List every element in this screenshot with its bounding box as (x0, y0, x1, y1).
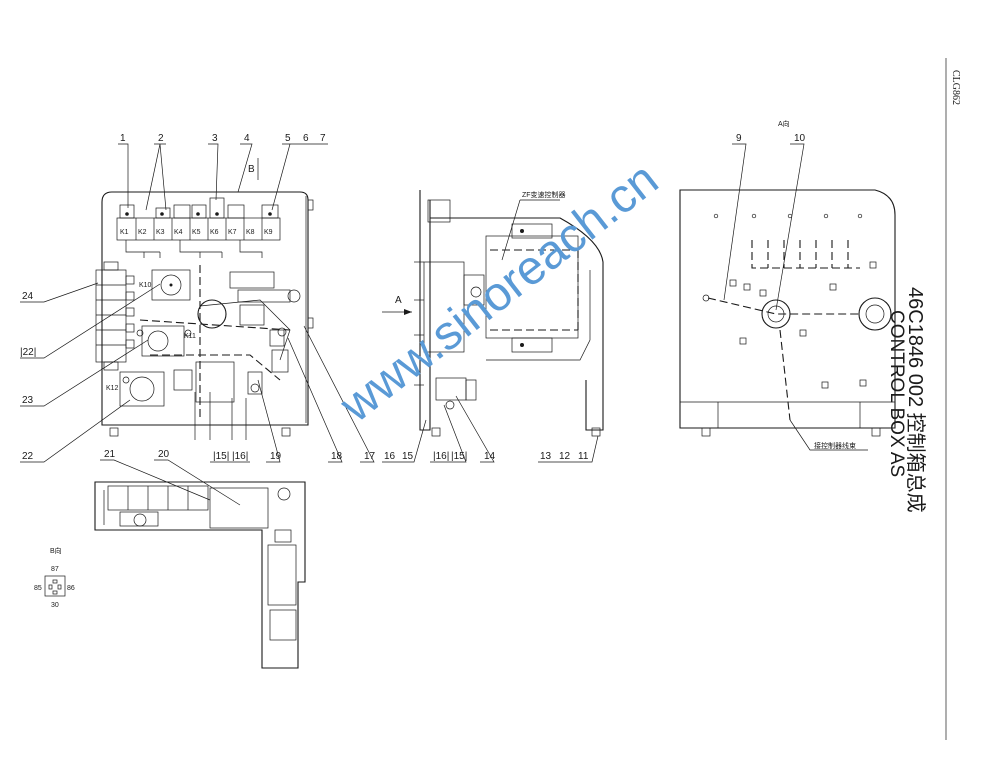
relay-row: K1 K2 K3 K4 K5 K6 K7 K8 K9 (116, 197, 281, 258)
a-view: A向 9 10 接控制器线束 (679, 119, 896, 451)
side-view: ZF变速控制器 A (382, 190, 604, 437)
part-label-15: 15 (402, 451, 414, 462)
part-label-22: 22 (22, 451, 34, 462)
part-label-16-framed: |16| (232, 451, 248, 462)
relay-k10: K10 (139, 269, 191, 301)
part-label-6: 6 (303, 133, 309, 144)
relay-label-k11: K11 (184, 333, 196, 340)
part-label-7: 7 (320, 133, 326, 144)
fuse-box (95, 261, 135, 371)
part-label-3: 3 (212, 133, 218, 144)
part-label-15-framed-b: |15| (451, 451, 467, 462)
zf-controller-note: ZF变速控制器 (522, 190, 566, 199)
view-b-title: B向 (50, 546, 62, 555)
relay-label-k2: K2 (138, 229, 147, 236)
part-label-15-framed: |15| (213, 451, 229, 462)
pin-label-87: 87 (51, 566, 59, 573)
part-label-17: 17 (364, 451, 376, 462)
part-label-21: 21 (104, 449, 116, 460)
bottom-view (94, 481, 306, 669)
drawing-number: 46C1846 002 (904, 287, 926, 408)
view-a-arrow-label: A (395, 295, 402, 306)
part-label-13: 13 (540, 451, 552, 462)
relay-label-k4: K4 (174, 229, 183, 236)
view-a-title: A向 (778, 119, 790, 128)
pin-label-30: 30 (51, 602, 59, 609)
relay-k12: K12 (106, 371, 165, 407)
part-label-22-framed: |22| (20, 347, 36, 358)
part-label-20: 20 (158, 449, 170, 460)
drawing-name-en: CONTROL BOX AS (886, 310, 907, 478)
view-b-marker: B (248, 164, 255, 175)
part-label-19: 19 (270, 451, 282, 462)
part-label-12: 12 (559, 451, 571, 462)
relay-label-k3: K3 (156, 229, 165, 236)
part-label-24: 24 (22, 291, 34, 302)
part-label-16: 16 (384, 451, 396, 462)
part-label-18: 18 (331, 451, 343, 462)
relay-label-k7: K7 (228, 229, 237, 236)
part-label-5: 5 (285, 133, 291, 144)
part-label-23: 23 (22, 395, 34, 406)
front-view-labels: 1 2 3 4 5 6 7 24 |22| 23 22 21 20 |15| |… (20, 133, 376, 506)
pin-label-85: 85 (34, 585, 42, 592)
part-label-11: 11 (578, 451, 589, 462)
relay-label-k9: K9 (264, 229, 273, 236)
drawing-name-cn: 控制箱总成 (904, 412, 926, 513)
relay-label-k1: K1 (120, 229, 129, 236)
pin-label-86: 86 (67, 585, 75, 592)
front-view: K1 K2 K3 K4 K5 K6 K7 K8 K9 (95, 158, 314, 440)
relay-label-k8: K8 (246, 229, 255, 236)
relay-label-k10: K10 (139, 282, 152, 289)
part-label-4: 4 (244, 133, 250, 144)
drawing-title-code: 46C1846 002 控制箱总成 (903, 287, 932, 513)
part-label-16-framed-b: |16| (433, 451, 449, 462)
part-label-1: 1 (120, 133, 126, 144)
part-label-14: 14 (484, 451, 496, 462)
front-panel-outline (101, 191, 309, 426)
relay-label-k5: K5 (192, 229, 201, 236)
side-view-labels: 16 15 |16| |15| 14 13 12 11 (382, 395, 599, 463)
sheet-code: CLG862 (950, 70, 961, 105)
relay-k11: K11 (136, 325, 196, 357)
part-label-10: 10 (794, 133, 806, 144)
part-label-9: 9 (736, 133, 742, 144)
b-view-socket: B向 87 85 86 30 (34, 546, 75, 609)
relay-label-k6: K6 (210, 229, 219, 236)
harness-note: 接控制器线束 (814, 441, 856, 450)
part-label-2: 2 (158, 133, 164, 144)
relay-label-k12: K12 (106, 385, 119, 392)
